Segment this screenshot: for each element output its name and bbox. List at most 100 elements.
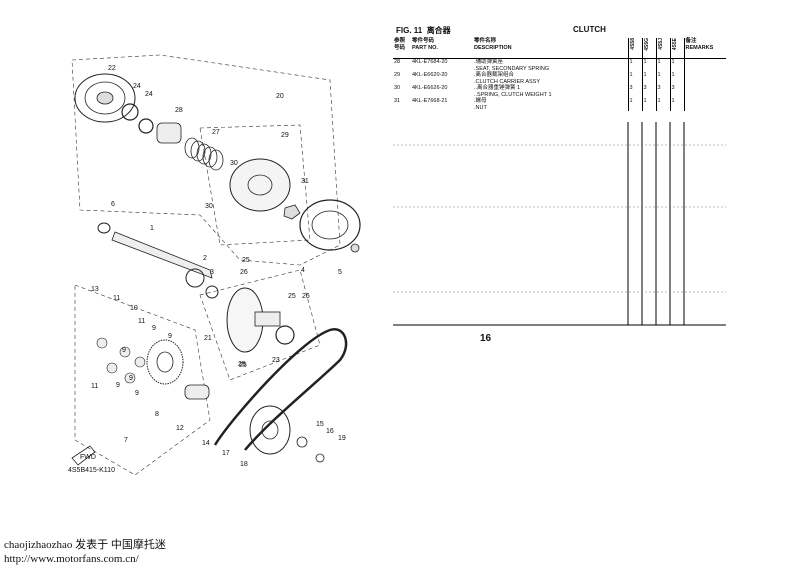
callout: 12	[176, 425, 184, 432]
qty-cell: 1	[641, 58, 656, 72]
callout: 10	[130, 305, 138, 312]
callout: 3	[210, 269, 214, 276]
exploded-diagram: FWD 22 24 24 28 27 20 29 30 30 31 1 6 2 …	[0, 0, 380, 520]
callout: 29	[281, 132, 289, 139]
col-model: 4S58	[627, 38, 642, 59]
part-cell: 4KL-E7684-20	[412, 59, 448, 65]
qty-cell: 3	[641, 85, 656, 98]
callout: 19	[338, 435, 346, 442]
desc-cell: .离合器载架组合.CLUTCH CARRIER ASSY	[474, 72, 541, 85]
callout: 4	[301, 267, 305, 274]
callout: 30	[230, 160, 238, 167]
callout: 11	[138, 318, 145, 325]
qty-cell: 1	[655, 98, 670, 111]
callout: 16	[326, 428, 334, 435]
ref-cell: 30	[394, 85, 401, 91]
qty-cell: 1	[655, 58, 670, 72]
page-number: 16	[480, 333, 492, 344]
fwd-label: FWD	[80, 454, 96, 461]
callout: 31	[301, 178, 309, 185]
qty-cell: 1	[655, 72, 670, 85]
callout: 18	[240, 461, 248, 468]
part-cell: 4KL-E7668-21	[412, 98, 448, 104]
col-model: 4S5E	[669, 38, 684, 59]
callout: 25	[238, 361, 246, 368]
callout: 27	[212, 129, 220, 136]
callout: 23	[272, 357, 280, 364]
callout: 14	[202, 440, 210, 447]
ref-cell: 28	[394, 59, 401, 65]
callout: 21	[204, 335, 212, 342]
callout: 26	[302, 293, 310, 300]
callout: 24	[145, 91, 153, 98]
callout: 26	[240, 269, 248, 276]
remarks-cell	[683, 98, 726, 111]
qty-cell: 3	[627, 85, 642, 98]
callout: 8	[155, 411, 159, 418]
callout: 24	[133, 83, 141, 90]
callout: 6	[111, 201, 115, 208]
footer-line2: http://www.motorfans.com.cn/	[4, 553, 139, 565]
callout: 11	[91, 383, 98, 390]
callout: 13	[91, 286, 99, 293]
empty-rows	[393, 122, 726, 326]
remarks-cell	[683, 58, 726, 72]
callout: 11	[113, 295, 120, 302]
footer-watermark: chaojizhaozhao 发表于 中国摩托迷 http://www.moto…	[4, 538, 166, 566]
col-model: 4S5G	[641, 38, 656, 59]
figure-label: FIG. 11 离合器	[396, 25, 451, 36]
part-cell: 4KL-E6626-20	[412, 85, 448, 91]
callout: 17	[222, 450, 230, 457]
callout: 9	[122, 347, 126, 354]
diagram-code: 4S5B415-K110	[68, 467, 115, 474]
desc-cell: ..离合器重锤弹簧 1..SPRING, CLUTCH WEIGHT 1	[474, 85, 552, 98]
qty-cell: 1	[627, 98, 642, 111]
callout: 7	[124, 437, 128, 444]
callout: 9	[135, 390, 139, 397]
qty-cell: 1	[627, 58, 642, 72]
callout: 20	[276, 93, 284, 100]
callout: 5	[338, 269, 342, 276]
ref-cell: 31	[394, 98, 401, 104]
callout: 9	[152, 325, 156, 332]
callout: 30	[205, 203, 213, 210]
qty-cell: 3	[655, 85, 670, 98]
qty-cell: 1	[627, 72, 642, 85]
table-row: 30 4KL-E6626-20 ..离合器重锤弹簧 1..SPRING, CLU…	[393, 85, 726, 98]
col-ref: 参照号码	[393, 38, 411, 59]
callout: 25	[242, 257, 250, 264]
callout: 25	[239, 362, 247, 369]
callout: 9	[116, 382, 120, 389]
figure-header: FIG. 11 离合器 CLUTCH	[393, 22, 726, 36]
table-row: 29 4KL-E6620-20 .离合器载架组合.CLUTCH CARRIER …	[393, 72, 726, 85]
ref-cell: 29	[394, 72, 401, 78]
callout: 25	[288, 293, 296, 300]
qty-cell: 1	[669, 72, 684, 85]
callout: 2	[203, 255, 207, 262]
qty-cell: 1	[669, 58, 684, 72]
qty-cell: 1	[641, 72, 656, 85]
part-cell: 4KL-E6620-20	[412, 72, 448, 78]
figure-title: CLUTCH	[573, 25, 606, 34]
callout: 28	[175, 107, 183, 114]
callout: 9	[129, 375, 133, 382]
desc-cell: .辅助弹簧座.SEAT, SECONDARY SPRING	[474, 59, 550, 72]
desc-cell: .螺母.NUT	[474, 98, 487, 111]
callout: 1	[150, 225, 154, 232]
remarks-cell	[683, 85, 726, 98]
qty-cell: 3	[669, 85, 684, 98]
table-row: 28 4KL-E7684-20 .辅助弹簧座.SEAT, SECONDARY S…	[393, 58, 726, 72]
figure-cn-title: 离合器	[426, 26, 451, 35]
callout: 22	[108, 65, 116, 72]
callout: 9	[168, 333, 172, 340]
callout: 15	[316, 421, 324, 428]
remarks-cell	[683, 72, 726, 85]
footer-line1: chaojizhaozhao 发表于 中国摩托迷	[4, 539, 166, 551]
col-model: 4S5J	[655, 38, 670, 59]
figure-number: FIG. 11	[396, 26, 423, 35]
